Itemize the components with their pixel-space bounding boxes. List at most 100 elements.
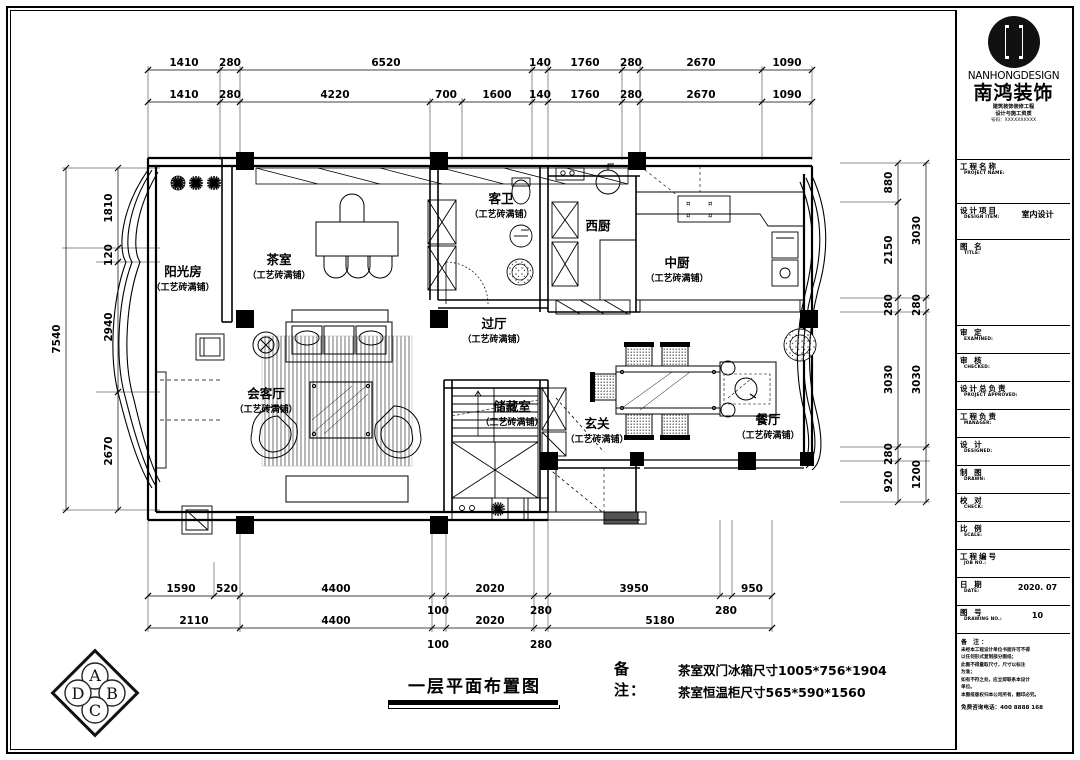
dimension-text: 2150 (883, 235, 895, 264)
remark-lines: 茶室双门冰箱尺寸1005*756*1904 茶室恒温柜尺寸565*590*1560 (678, 660, 887, 704)
dimension-tick (62, 164, 70, 172)
title-block-row-value[interactable] (1008, 384, 1067, 387)
note-line: 未经本工程设计单位书面许可不得 (961, 647, 1030, 653)
dimension-text: 1410 (169, 89, 198, 101)
dimension-text: 7540 (51, 324, 63, 353)
dimension-tick (114, 388, 122, 396)
dimension-text: 6520 (371, 57, 400, 69)
dimension-text: 520 (216, 583, 238, 595)
dimension-tick (544, 624, 552, 632)
dimension-tick (618, 66, 626, 74)
room-label-finish: （工艺砖满铺） (247, 269, 310, 281)
company-qualification-line2: 设计与施工资质 (995, 110, 1032, 117)
room-label-finish: （工艺砖满铺） (565, 433, 628, 445)
svg-text:¤: ¤ (708, 200, 713, 208)
dimension-tick (894, 159, 902, 167)
title-block-label-cn: 设计总负责 (960, 384, 1008, 393)
title-block-row-value[interactable] (1008, 242, 1067, 245)
dimension-text: 280 (219, 57, 241, 69)
note-line: 如有不符之处，应立即联系本设计 (961, 677, 1030, 683)
title-block-row-value[interactable]: 室内设计 (1021, 210, 1054, 219)
dimension-text: 280 (620, 57, 642, 69)
dimension-tick (216, 98, 224, 106)
title-block-label-cn: 校 对 (960, 496, 984, 505)
title-block-label-en: CHECKED: (964, 365, 990, 370)
dimension-tick (216, 66, 224, 74)
title-block-label-cn: 工程名称 (960, 162, 998, 171)
title-block-row-value[interactable] (1008, 468, 1067, 471)
dimension-tick (236, 66, 244, 74)
title-block-label-cn: 制 图 (960, 468, 984, 477)
dimension-text: 3950 (619, 583, 648, 595)
view-index-symbol: A B C D (50, 648, 140, 742)
title-block-row-value[interactable] (1008, 524, 1067, 527)
dimension-tick (210, 592, 218, 600)
title-block-label-cn: 工程负责 (960, 412, 998, 421)
dimension-tick (758, 98, 766, 106)
room-label-name: 过厅 (481, 316, 507, 331)
title-block-row-value[interactable]: 10 (1031, 611, 1044, 620)
dimension-text: 1590 (166, 583, 195, 595)
dimension-tick (922, 498, 930, 506)
dimension-tick (114, 506, 122, 514)
dimension-tick (530, 592, 538, 600)
dimension-tick (922, 443, 930, 451)
compass-label-c: C (89, 701, 101, 720)
room-label-name: 储藏室 (492, 399, 531, 414)
title-block-row-value[interactable] (1008, 440, 1067, 443)
title-block-label-en: TITLE: (964, 251, 981, 256)
title-block-label-en: EXAMINED: (964, 337, 994, 342)
note-line: 以任何形式复制部分图纸； (961, 655, 1017, 660)
dimension-tick (428, 592, 436, 600)
title-block-row-value[interactable] (1008, 552, 1067, 555)
dimension-text: 120 (103, 244, 115, 266)
title-block-row-value[interactable] (1008, 496, 1067, 499)
title-block-label-en: PROJECT NAME: (964, 171, 1005, 176)
company-name-cn: 南鸿装饰 (973, 82, 1054, 104)
dimension-text: 1600 (482, 89, 511, 101)
dimension-tick (528, 66, 536, 74)
room-label-finish: （工艺砖满铺） (151, 281, 214, 293)
room-label-name: 阳光房 (164, 264, 202, 279)
dimension-tick (458, 98, 466, 106)
dimension-text: 2670 (686, 89, 715, 101)
dimension-tick (636, 66, 644, 74)
dimension-tick (528, 98, 536, 106)
note-line: 此图不得量取尺寸，尺寸以标注 (961, 662, 1026, 668)
dimension-tick (894, 308, 902, 316)
title-block-row-value[interactable] (1008, 356, 1067, 359)
title-block-row-value[interactable]: 2020. 07 (1017, 583, 1058, 592)
notes-heading: 备 注： (961, 639, 990, 646)
room-label-finish: （工艺砖满铺） (736, 429, 799, 441)
dimension-tick (114, 244, 122, 252)
title-block-label-cn: 日 期 (960, 580, 984, 589)
title-block-row-value[interactable] (1008, 328, 1067, 331)
title-block-notes: 备 注： 未经本工程设计单位书面许可不得以任何形式复制部分图纸； 此图不得量取尺寸… (957, 634, 1070, 718)
remark-line: 茶室恒温柜尺寸565*590*1560 (678, 685, 866, 700)
plan-title-underline (388, 700, 560, 709)
remark-line: 茶室双门冰箱尺寸1005*756*1904 (678, 663, 887, 678)
service-phone: 免费咨询电话：400 8888 168 (961, 705, 1043, 711)
dimension-text: 2020 (475, 583, 504, 595)
room-label-finish: （工艺砖满铺） (234, 403, 297, 415)
title-block-label-en: DRAWING NO.: (964, 617, 1002, 622)
title-block-row-value[interactable] (1008, 162, 1067, 165)
note-line: 单位。 (961, 685, 975, 690)
room-label-name: 茶室 (265, 252, 292, 267)
dimension-tick (758, 66, 766, 74)
title-block-row-value[interactable] (1008, 412, 1067, 415)
note-line: 本图纸版权归本公司所有，翻印必究。 (961, 692, 1040, 698)
title-block-label-en: SCALE: (964, 533, 983, 538)
company-license-number: 号码：XXXXXXXXXX (990, 118, 1037, 123)
